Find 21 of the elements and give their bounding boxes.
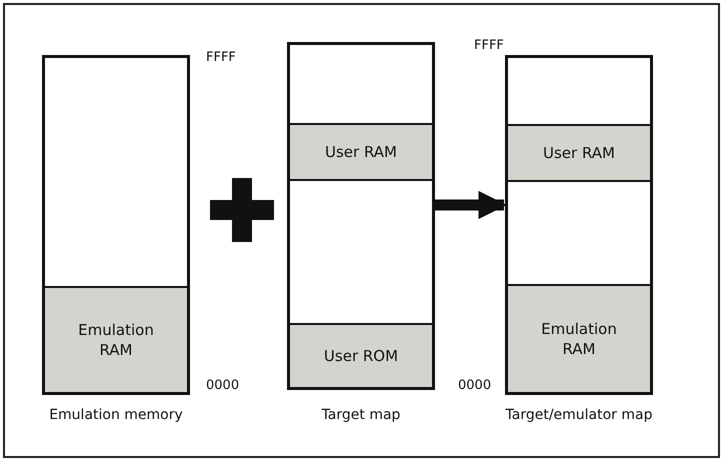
arrow — [435, 190, 507, 220]
address-label: FFFF — [206, 50, 236, 65]
memory-map-column — [505, 55, 653, 395]
region-label: Emulation RAM — [77, 320, 155, 360]
map-caption: Target map — [322, 407, 400, 423]
region-label: User RAM — [543, 143, 615, 163]
memory-region — [508, 286, 650, 392]
map-caption: Target/emulator map — [506, 407, 652, 423]
address-label: 0000 — [458, 378, 492, 393]
memory-region — [290, 325, 432, 387]
address-label: 0000 — [206, 378, 240, 393]
memory-map-column — [287, 42, 435, 390]
memory-region — [290, 125, 432, 181]
region-label: Emulation RAM — [540, 319, 618, 359]
memory-region — [508, 126, 650, 182]
memory-region — [45, 288, 187, 392]
region-label: User RAM — [325, 142, 397, 162]
memory-map-column — [42, 55, 190, 395]
address-label: FFFF — [474, 38, 504, 53]
region-label: User ROM — [324, 346, 398, 366]
map-caption: Emulation memory — [49, 407, 183, 423]
